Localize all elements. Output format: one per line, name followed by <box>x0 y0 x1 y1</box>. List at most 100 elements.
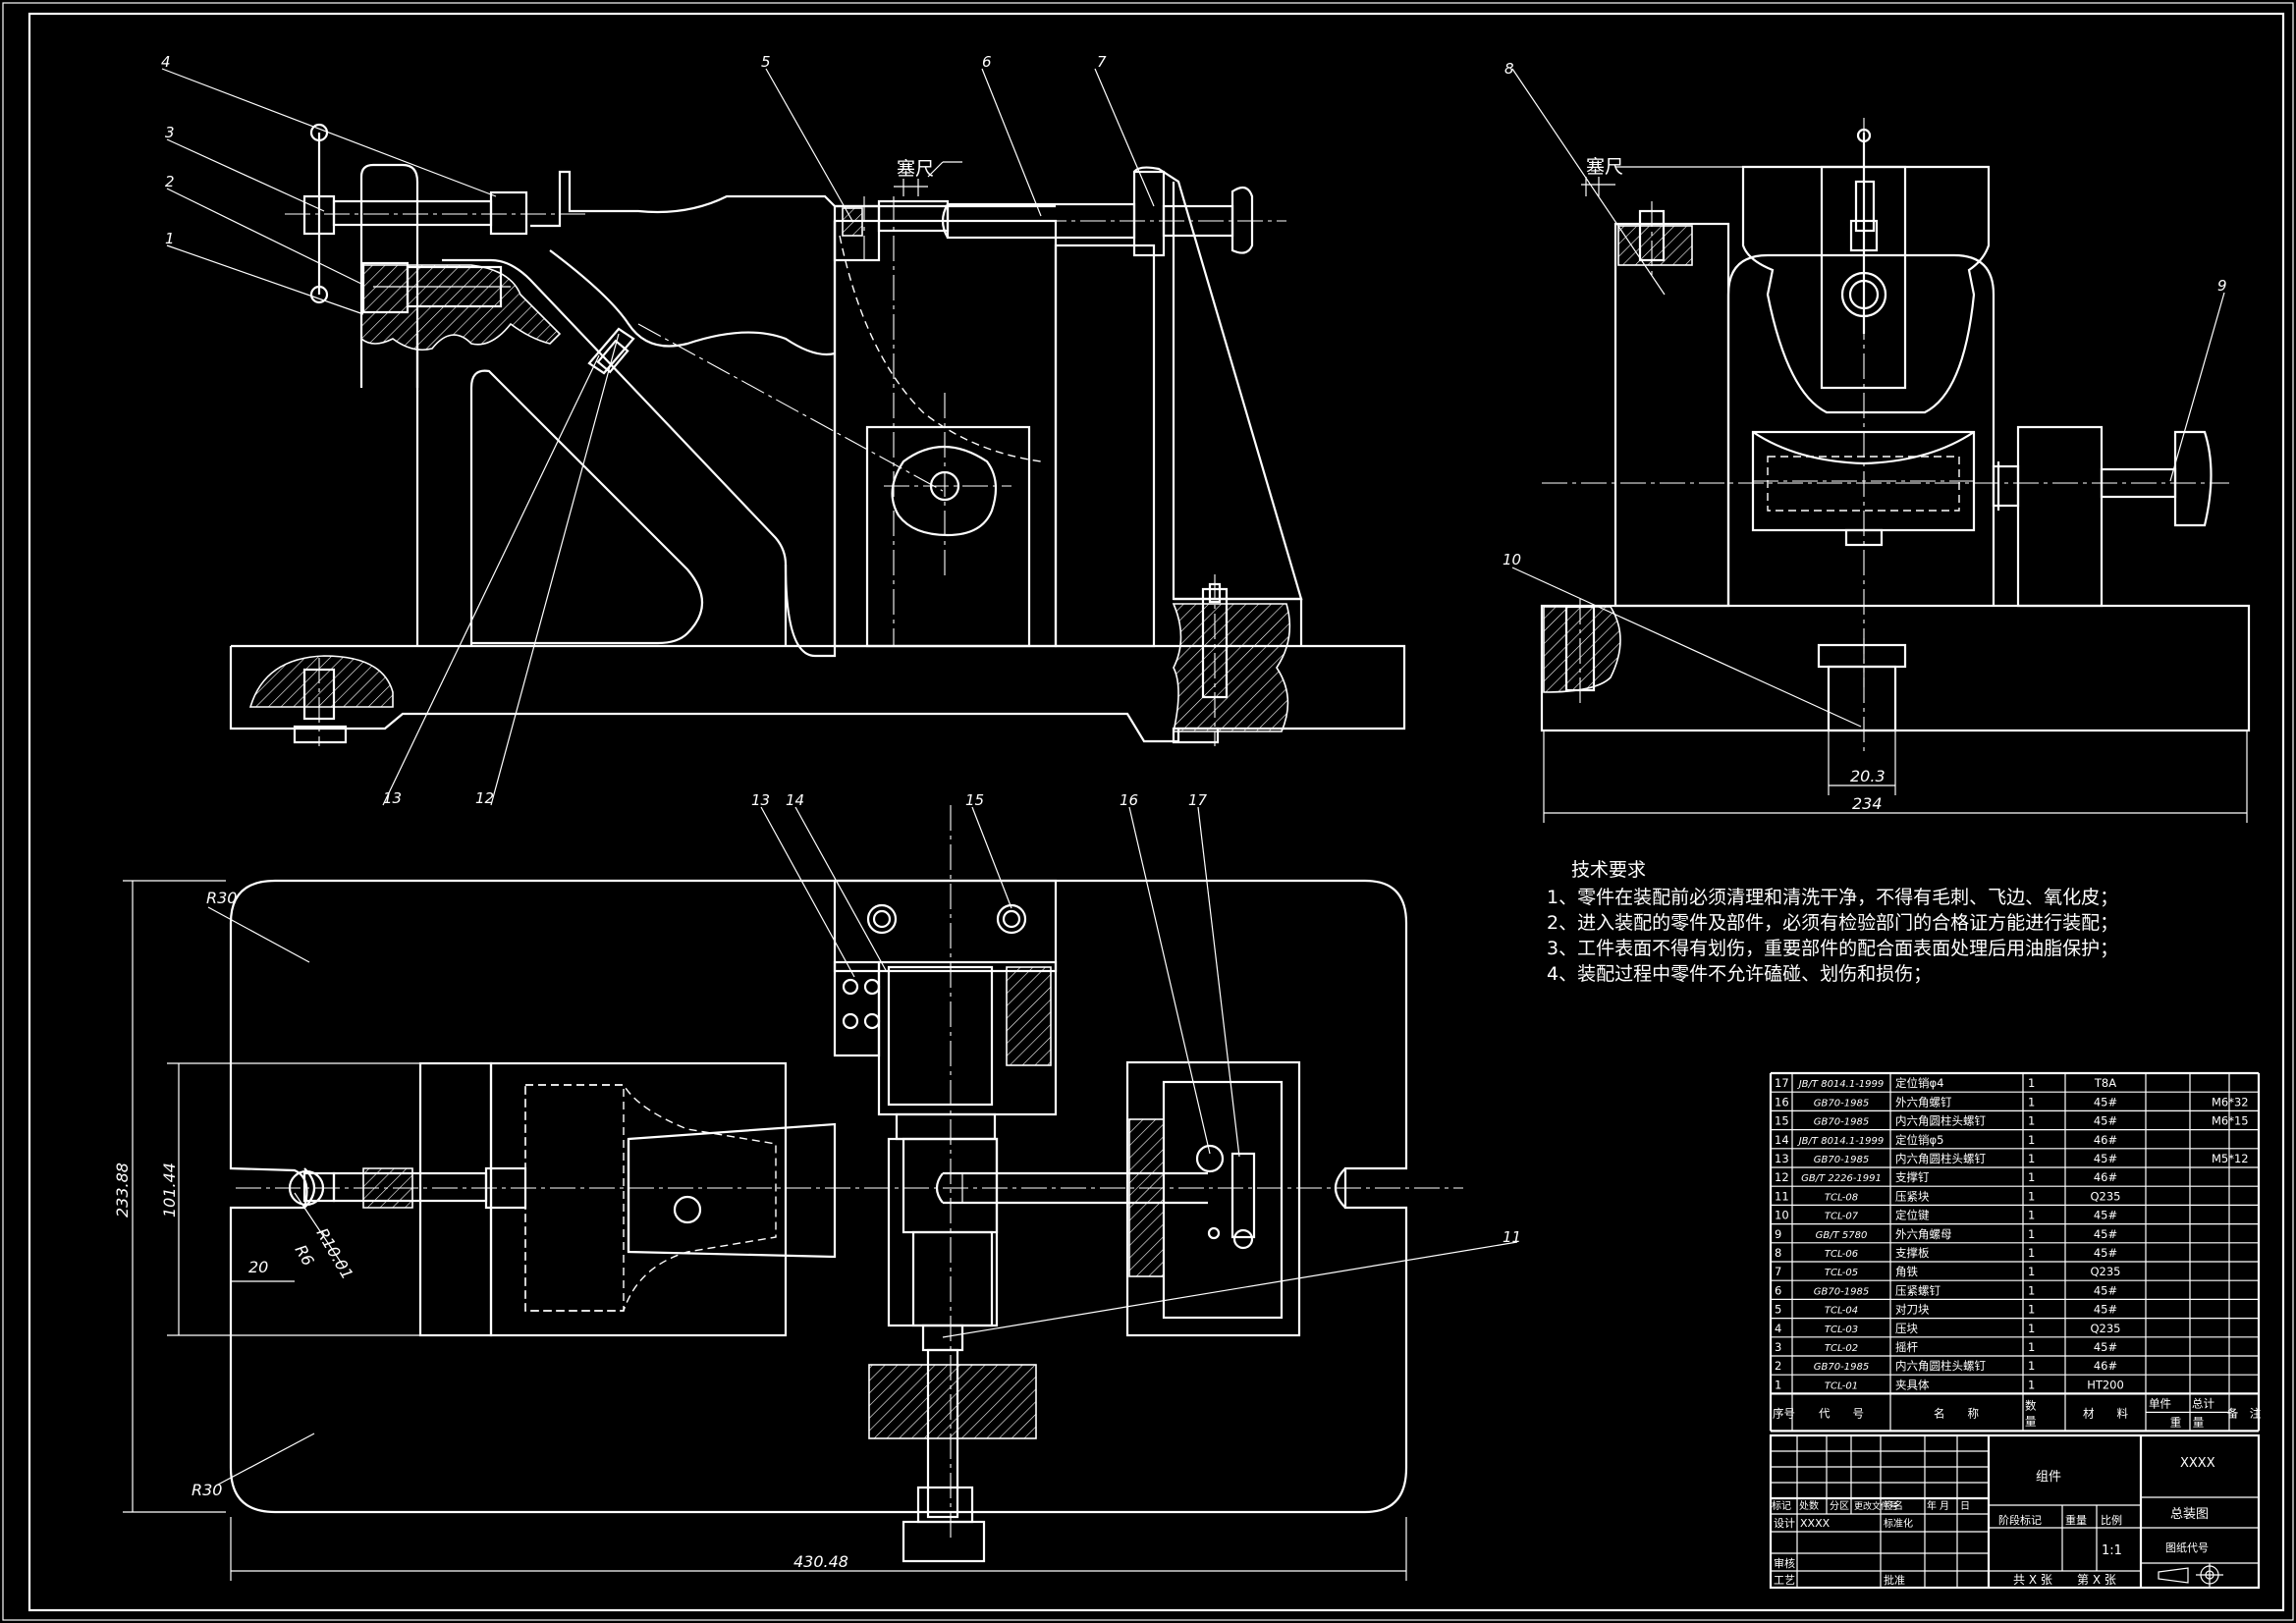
bom-cell-qty: 1 <box>2028 1189 2035 1203</box>
bom-cell-material: 45# <box>2094 1227 2117 1241</box>
bom-cell-material: 45# <box>2094 1209 2117 1222</box>
top-height-dim: 233.88 <box>113 1163 132 1217</box>
scale-value: 1:1 <box>2102 1543 2122 1558</box>
top-view: 430.48 233.88 101.44 20 R6 R10.01 R30 R3… <box>113 791 1521 1581</box>
side-view: 20.3 234 塞尺 8 9 10 <box>1503 60 2251 823</box>
front-view: 塞尺 4 3 2 1 5 6 7 13 12 <box>161 53 1406 807</box>
bom-cell-no: 1 <box>1775 1378 1781 1391</box>
tech-item-3: 3、工件表面不得有划伤，重要部件的配合面表面处理后用油脂保护； <box>1547 938 2118 959</box>
callout-8: 8 <box>1504 60 1514 78</box>
bom-header-code: 代 号 <box>1819 1406 1864 1420</box>
callout-5: 5 <box>761 53 771 71</box>
bom-cell-code: GB/T 5780 <box>1816 1230 1868 1241</box>
bom-cell-qty: 1 <box>2028 1322 2035 1335</box>
bom-cell-code: TCL-07 <box>1825 1212 1859 1222</box>
bom-cell-name: 外六角螺母 <box>1895 1227 1952 1241</box>
top-inner-dim: 101.44 <box>160 1163 179 1217</box>
bom-cell-qty: 1 <box>2028 1076 2035 1090</box>
bom-cell-code: TCL-05 <box>1825 1268 1858 1278</box>
bom-cell-material: T8A <box>2094 1076 2116 1090</box>
bom-cell-material: 45# <box>2094 1283 2117 1297</box>
callout-13-front: 13 <box>383 789 402 807</box>
bom-cell-qty: 1 <box>2028 1114 2035 1128</box>
bom-cell-material: Q235 <box>2090 1322 2120 1335</box>
side-pin-dim: 20.3 <box>1850 767 1886 785</box>
bom-header-no: 序号 <box>1773 1406 1795 1420</box>
bom-cell-qty: 1 <box>2028 1209 2035 1222</box>
bom-cell-name: 对刀块 <box>1895 1303 1930 1317</box>
bom-cell-qty: 1 <box>2028 1283 2035 1297</box>
bom-cell-name: 定位销φ5 <box>1895 1133 1943 1147</box>
bom-cell-material: Q235 <box>2090 1265 2120 1278</box>
assembly-label: 组件 <box>2036 1470 2061 1485</box>
bom-cell-no: 10 <box>1775 1209 1789 1222</box>
bom-cell-qty: 1 <box>2028 1359 2035 1373</box>
tech-item-2: 2、进入装配的零件及部件，必须有检验部门的合格证方能进行装配； <box>1547 912 2118 934</box>
title-block: 标记 处数 分区 更改文件号 签名 年 月 日 设计 XXXX 标准化 审核 工… <box>1769 1434 2261 1590</box>
bom-header-material: 材 料 <box>2083 1406 2128 1420</box>
design-label: 设计 <box>1774 1517 1795 1530</box>
bom-cell-code: TCL-08 <box>1825 1192 1858 1203</box>
callout-16: 16 <box>1120 791 1138 809</box>
bom-cell-material: 46# <box>2094 1133 2117 1147</box>
bom-cell-code: JB/T 8014.1-1999 <box>1797 1079 1885 1090</box>
bom-cell-code: GB70-1985 <box>1814 1117 1869 1128</box>
bom-cell-qty: 1 <box>2028 1170 2035 1184</box>
callout-14: 14 <box>786 791 804 809</box>
bom-cell-material: 46# <box>2094 1359 2117 1373</box>
callout-3: 3 <box>165 124 175 141</box>
callout-10: 10 <box>1503 551 1521 568</box>
callout-15: 15 <box>965 791 984 809</box>
callout-12: 12 <box>475 789 494 807</box>
bom-cell-name: 角铁 <box>1895 1265 1918 1278</box>
callout-4: 4 <box>161 53 171 71</box>
bom-header-weight: 重 量 <box>2170 1415 2205 1429</box>
stage-mark-label: 阶段标记 <box>1998 1513 2042 1527</box>
bom-header-total-weight: 总计 <box>2192 1396 2215 1410</box>
bom-cell-no: 6 <box>1775 1283 1781 1297</box>
bom-cell-note: M6*32 <box>2212 1095 2249 1109</box>
bom-cell-name: 压块 <box>1895 1322 1918 1335</box>
bom-cell-material: 45# <box>2094 1114 2117 1128</box>
callout-7: 7 <box>1097 53 1107 71</box>
bom-cell-no: 9 <box>1775 1227 1781 1241</box>
drawing-no-label: 图纸代号 <box>2165 1542 2209 1554</box>
callout-9: 9 <box>2217 277 2227 295</box>
bom-cell-no: 7 <box>1775 1265 1781 1278</box>
bom-cell-no: 12 <box>1775 1170 1789 1184</box>
check-label: 审核 <box>1774 1556 1795 1570</box>
tech-item-1: 1、零件在装配前必须清理和清洗干净，不得有毛刺、飞边、氧化皮； <box>1547 887 2118 908</box>
bom-cell-no: 5 <box>1775 1303 1781 1317</box>
slot-20-dim: 20 <box>248 1258 268 1276</box>
designer-value: XXXX <box>1800 1517 1831 1530</box>
bom-cell-note: M6*15 <box>2212 1114 2249 1128</box>
bom-cell-qty: 1 <box>2028 1246 2035 1260</box>
bom-cell-name: 压紧螺钉 <box>1895 1283 1941 1297</box>
feeler-label-front: 塞尺 <box>897 158 934 180</box>
rev-zone-label: 分区 <box>1830 1500 1849 1512</box>
bom-cell-no: 16 <box>1775 1095 1789 1109</box>
bom-cell-name: 定位键 <box>1895 1209 1930 1222</box>
rev-year-label: 年 <box>1927 1499 1937 1512</box>
bom-cell-code: TCL-04 <box>1825 1306 1858 1317</box>
weight-label: 重量 <box>2065 1513 2087 1527</box>
rev-month-label: 月 <box>1940 1500 1949 1512</box>
rev-sign-label: 签名 <box>1884 1499 1903 1512</box>
bom-cell-material: 45# <box>2094 1303 2117 1317</box>
bom-cell-qty: 1 <box>2028 1133 2035 1147</box>
bom-cell-qty: 1 <box>2028 1095 2035 1109</box>
bom-cell-no: 8 <box>1775 1246 1781 1260</box>
bom-cell-no: 15 <box>1775 1114 1789 1128</box>
bom-cell-code: TCL-06 <box>1825 1249 1858 1260</box>
bom-cell-material: 46# <box>2094 1170 2117 1184</box>
total-sheets: 共 X 张 <box>2013 1573 2052 1587</box>
bom-cell-qty: 1 <box>2028 1265 2035 1278</box>
standardize-label: 标准化 <box>1884 1517 1913 1530</box>
bom-cell-code: GB70-1985 <box>1814 1155 1869 1165</box>
bom-cell-qty: 1 <box>2028 1303 2035 1317</box>
callout-17: 17 <box>1188 791 1208 809</box>
bom-header-qty-2: 量 <box>2025 1414 2037 1428</box>
callout-11: 11 <box>1503 1228 1521 1246</box>
bom-cell-material: 45# <box>2094 1095 2117 1109</box>
